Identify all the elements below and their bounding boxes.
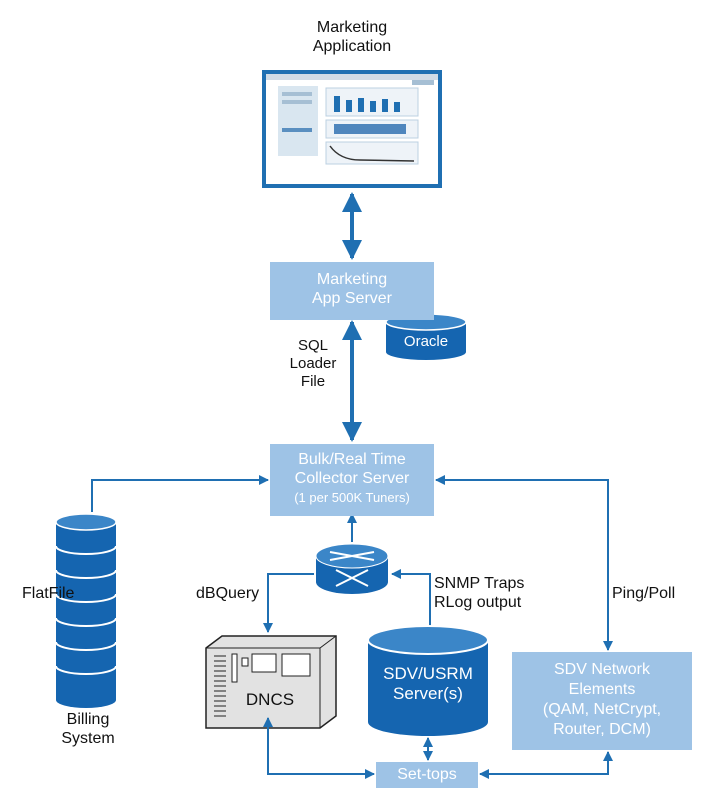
- snmp-line1: SNMP Traps: [434, 575, 525, 592]
- marketing-application-line1: Marketing: [316, 19, 388, 36]
- sdv-network-line4: Router, DCM): [553, 721, 651, 738]
- dncs-label: DNCS: [245, 690, 295, 709]
- marketing-app-server-line2: App Server: [311, 290, 393, 307]
- dbquery-label: dBQuery: [196, 585, 260, 602]
- dncs-settops-arrow: [263, 717, 375, 779]
- billing-system-label: Billing System: [40, 710, 136, 748]
- billing-line1: Billing: [66, 711, 110, 728]
- marketing-app-server-box: Marketing App Server: [270, 262, 434, 320]
- collector-line1: Bulk/Real Time: [298, 451, 406, 468]
- pingpoll-label: Ping/Poll: [612, 585, 676, 602]
- sdv-network-line1: SDV Network: [553, 661, 651, 678]
- dncs-chassis-icon: [205, 635, 337, 729]
- billing-database-stack: [55, 513, 117, 708]
- snmp-label: SNMP Traps RLog output: [434, 574, 554, 612]
- sdv-usrm-line2: Server(s): [393, 684, 463, 703]
- flatfile-label: FlatFile: [22, 585, 75, 602]
- sql-loader-line2: Loader: [289, 355, 337, 372]
- marketing-app-server-line1: Marketing: [316, 271, 388, 288]
- sql-loader-line3: File: [300, 373, 326, 390]
- snmp-arrow: [391, 569, 431, 632]
- flatfile-arrow: [91, 475, 269, 512]
- sdv-network-line3: (QAM, NetCrypt,: [542, 701, 662, 718]
- billing-line2: System: [61, 730, 115, 747]
- marketing-application-line2: Application: [312, 38, 392, 55]
- marketing-app-screenshot: [262, 70, 442, 188]
- oracle-label: Oracle: [403, 333, 449, 350]
- sdv-network-line2: Elements: [568, 681, 636, 698]
- router-icon: [315, 543, 389, 594]
- collector-server-box: Bulk/Real Time Collector Server (1 per 5…: [270, 444, 434, 516]
- network-settops-arrow: [479, 751, 613, 779]
- settops-box: Set-tops: [376, 762, 478, 788]
- sql-loader-label: SQL Loader File: [282, 337, 344, 391]
- dbquery-arrow: [263, 573, 314, 633]
- pingpoll-arrow: [435, 475, 613, 651]
- collector-line3: (1 per 500K Tuners): [294, 490, 410, 505]
- sdv-usrm-cylinder: [367, 625, 489, 736]
- sdv-usrm-line1: SDV/USRM: [383, 664, 473, 683]
- snmp-line2: RLog output: [434, 594, 522, 611]
- sdv-network-elements-box: SDV Network Elements (QAM, NetCrypt, Rou…: [512, 652, 692, 750]
- marketing-application-title: Marketing Application: [262, 18, 442, 56]
- collector-line2: Collector Server: [294, 470, 410, 487]
- sdv-usrm-label: SDV/USRM Server(s): [368, 664, 488, 704]
- sql-loader-line1: SQL: [297, 337, 328, 354]
